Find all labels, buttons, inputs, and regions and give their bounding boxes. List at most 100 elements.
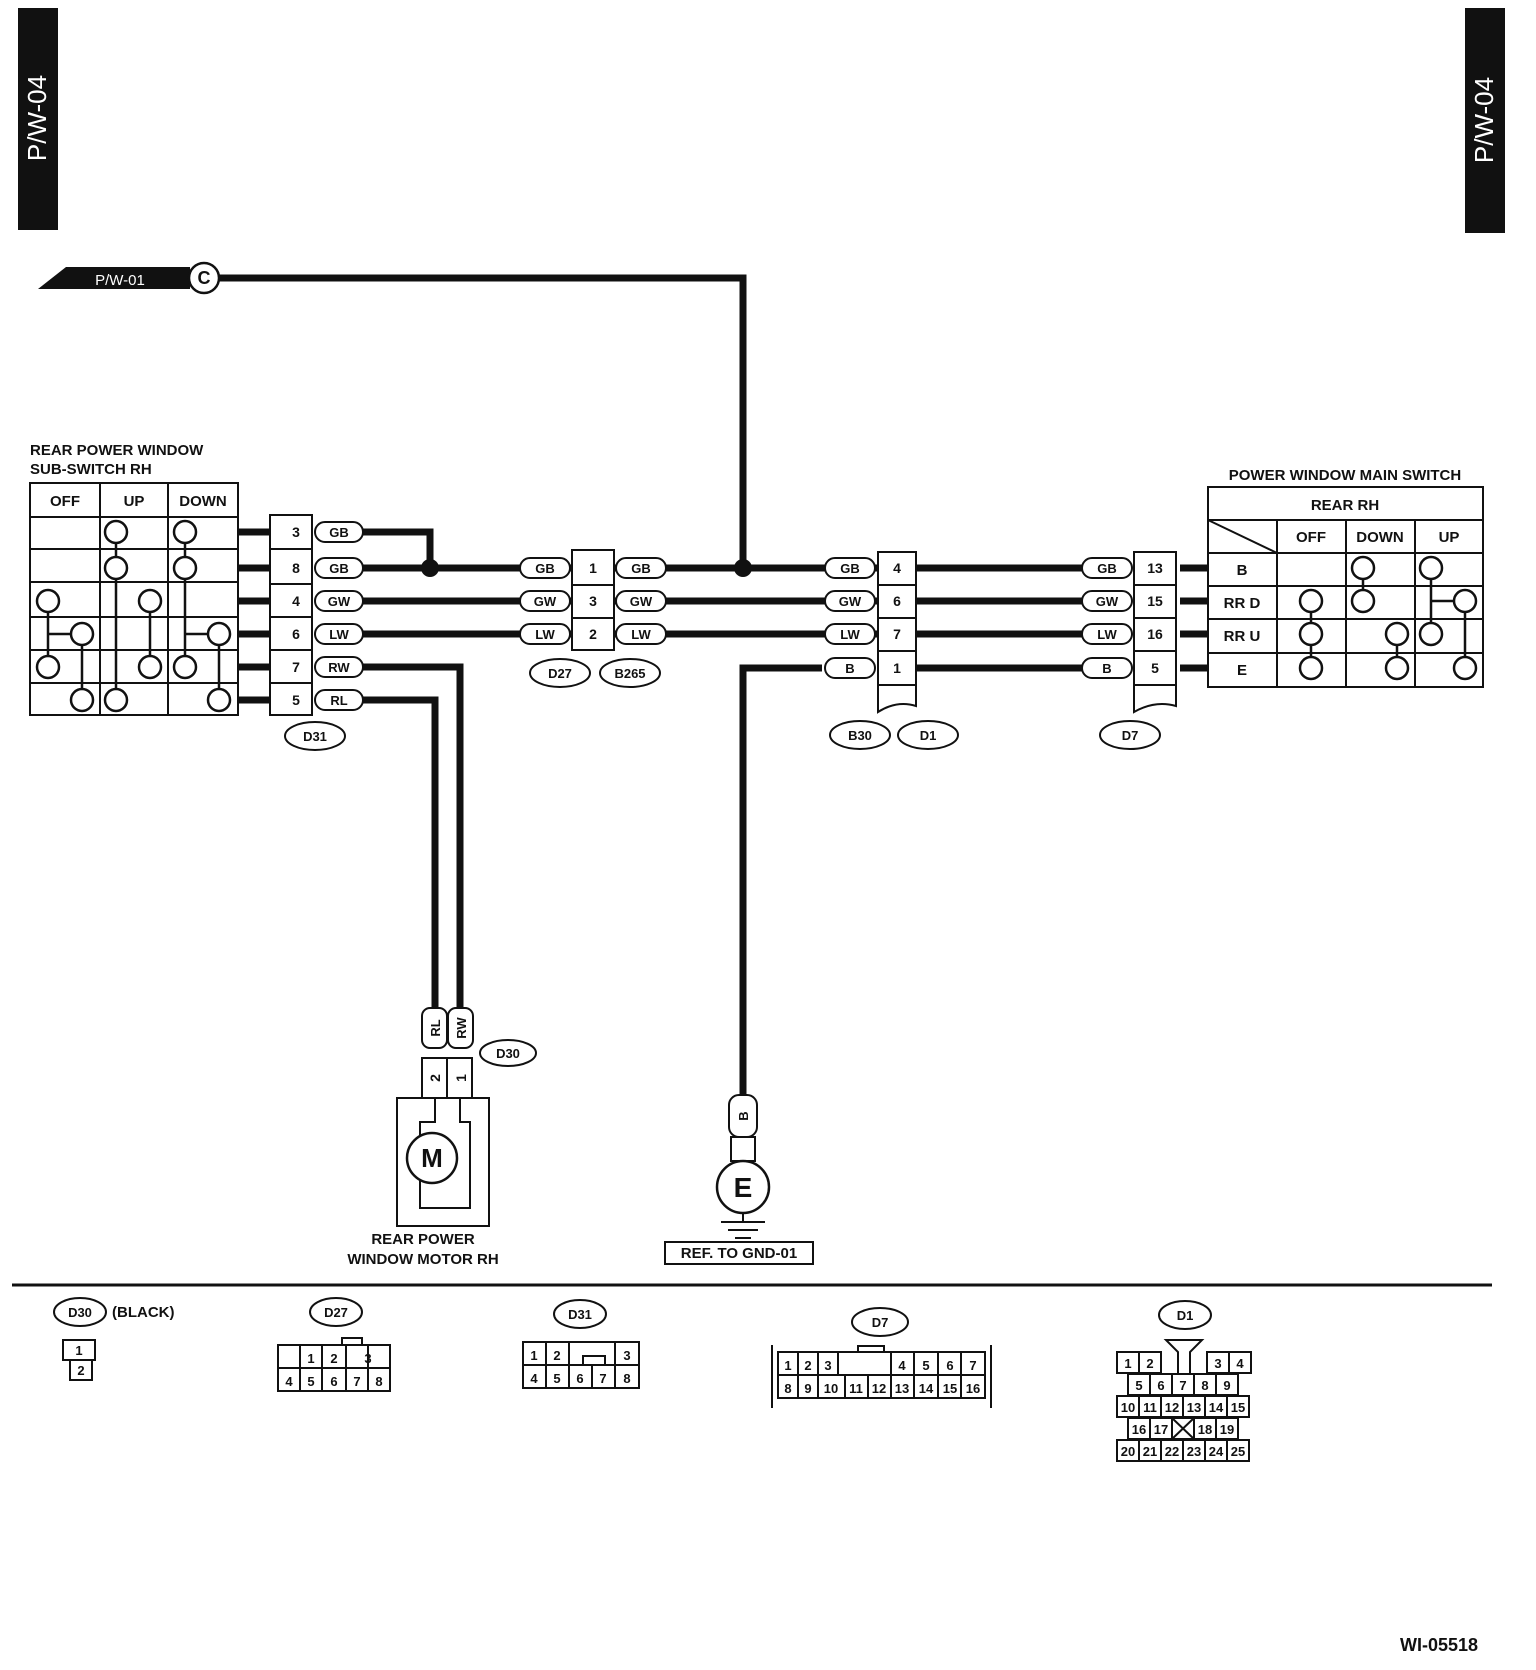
d7-pin: 13 (1147, 560, 1163, 576)
main-row-label: RR D (1224, 595, 1261, 612)
d7-id: D7 (1122, 728, 1139, 743)
d27-pin: 2 (589, 626, 597, 642)
main-col-down: DOWN (1356, 529, 1404, 546)
b30-wire: GW (839, 594, 862, 609)
d1-pin: 4 (893, 560, 901, 576)
face-d31-pin: 1 (530, 1348, 537, 1363)
face-d1-pin: 15 (1231, 1400, 1245, 1415)
face-d31-id: D31 (568, 1307, 592, 1322)
motor-symbol: M (421, 1143, 443, 1173)
b30-wire: B (845, 661, 854, 676)
figure-id: WI-05518 (1400, 1635, 1478, 1655)
b30-id: B30 (848, 728, 872, 743)
b30-wire: LW (840, 627, 860, 642)
face-d1-pin: 23 (1187, 1444, 1201, 1459)
face-d1-pin: 11 (1143, 1400, 1157, 1415)
d30-pin: 2 (427, 1074, 443, 1082)
wires (219, 274, 1208, 1095)
connector-b30-d1: GB GW LW B 4 6 7 1 B30 D1 (824, 551, 959, 750)
d31-wire-color: RW (328, 660, 350, 675)
face-d7-pin: 14 (919, 1381, 934, 1396)
face-d27-pin: 1 (307, 1351, 314, 1366)
d27-id: D27 (548, 666, 572, 681)
face-d30-id: D30 (68, 1305, 92, 1320)
b265-wire-right: GB (631, 561, 651, 576)
face-d1-pin: 2 (1146, 1356, 1153, 1371)
d7-pin: 16 (1147, 626, 1163, 642)
face-d1-pin: 22 (1165, 1444, 1179, 1459)
d7-wire: GW (1096, 594, 1119, 609)
face-d1-pin: 8 (1201, 1378, 1208, 1393)
b30-wire: GB (840, 561, 860, 576)
face-d30-note: (BLACK) (112, 1304, 174, 1321)
face-d7-pin: 1 (784, 1358, 791, 1373)
sub-switch-title-1: REAR POWER WINDOW (30, 442, 204, 459)
d31-wire-color: GW (328, 594, 351, 609)
face-d1-pin: 4 (1236, 1356, 1244, 1371)
face-d1-pin: 16 (1132, 1422, 1146, 1437)
sub-switch-title-2: SUB-SWITCH RH (30, 461, 152, 478)
face-d1-pin: 25 (1231, 1444, 1245, 1459)
d31-wire-color: GB (329, 525, 349, 540)
face-d7: D7 1 2 3 4 5 6 7 8 9 10 11 12 13 14 15 1… (771, 1307, 992, 1408)
d31-pin: 3 (292, 524, 300, 540)
face-d1-pin: 3 (1214, 1356, 1221, 1371)
face-d1-pin: 20 (1121, 1444, 1135, 1459)
d7-wire: GB (1097, 561, 1117, 576)
face-d1-pin: 24 (1209, 1444, 1224, 1459)
motor-label-1: REAR POWER (371, 1231, 475, 1248)
connector-d31: 3 8 4 6 7 5 GB GB GW LW RW RL D31 (269, 514, 364, 751)
face-d27: D27 1 2 3 4 5 6 7 8 (277, 1297, 391, 1392)
d31-wire-color: GB (329, 561, 349, 576)
sub-col-off: OFF (50, 493, 80, 510)
face-d31-pin: 7 (599, 1371, 606, 1386)
d27-pin: 3 (589, 593, 597, 609)
face-d27-pin: 7 (353, 1374, 360, 1389)
face-d31-pin: 8 (623, 1371, 630, 1386)
face-d1-id: D1 (1177, 1308, 1194, 1323)
face-d27-pin: 4 (285, 1374, 293, 1389)
face-d7-pin: 4 (898, 1358, 906, 1373)
face-d1-pin: 12 (1165, 1400, 1179, 1415)
face-d7-pin: 5 (922, 1358, 929, 1373)
d7-wire: LW (1097, 627, 1117, 642)
d31-pin: 5 (292, 692, 300, 708)
face-d30: D30 (BLACK) 1 2 (53, 1297, 174, 1381)
d7-pin: 15 (1147, 593, 1163, 609)
face-d7-pin: 8 (784, 1381, 791, 1396)
ground-ref: REF. TO GND-01 (681, 1245, 797, 1262)
face-d27-id: D27 (324, 1305, 348, 1320)
main-col-off: OFF (1296, 529, 1326, 546)
face-d7-pin: 6 (946, 1358, 953, 1373)
face-d1-pin: 6 (1157, 1378, 1164, 1393)
d27-wire-left: GB (535, 561, 555, 576)
rear-window-motor-rh: RL RW 2 1 D30 M REAR POWER WINDOW MOTOR … (347, 1007, 537, 1268)
face-d7-pin: 11 (849, 1381, 863, 1396)
face-d7-pin: 13 (895, 1381, 909, 1396)
face-d27-pin: 2 (330, 1351, 337, 1366)
face-d31-pin: 6 (576, 1371, 583, 1386)
d30-id: D30 (496, 1046, 520, 1061)
offpage-reference: P/W-01 C (38, 261, 221, 295)
main-group-label: REAR RH (1311, 497, 1379, 514)
face-d1-pin: 1 (1124, 1356, 1131, 1371)
connector-d7: GB GW LW B 13 15 16 5 D7 (1081, 551, 1177, 750)
d30-wire: RW (454, 1017, 469, 1039)
face-d27-pin: 5 (307, 1374, 314, 1389)
main-col-up: UP (1439, 529, 1460, 546)
main-switch-title: POWER WINDOW MAIN SWITCH (1229, 467, 1461, 484)
face-d1: D1 (1116, 1300, 1252, 1462)
face-d31-pin: 2 (553, 1348, 560, 1363)
ground-wire: B (736, 1111, 751, 1120)
main-row-label: RR U (1224, 628, 1261, 645)
d1-pin: 7 (893, 626, 901, 642)
face-d27-pin: 3 (364, 1351, 371, 1366)
face-d31-pin: 3 (623, 1348, 630, 1363)
page-tag-left-text: P/W-04 (22, 75, 52, 161)
sub-col-down: DOWN (179, 493, 227, 510)
d31-pin: 6 (292, 626, 300, 642)
connector-d27-b265: GB GW LW 1 3 2 GB GW LW D27 B265 (519, 549, 667, 688)
face-d31-pin: 4 (530, 1371, 538, 1386)
page-tag-right-text: P/W-04 (1469, 77, 1499, 163)
face-d1-pin: 19 (1220, 1422, 1234, 1437)
